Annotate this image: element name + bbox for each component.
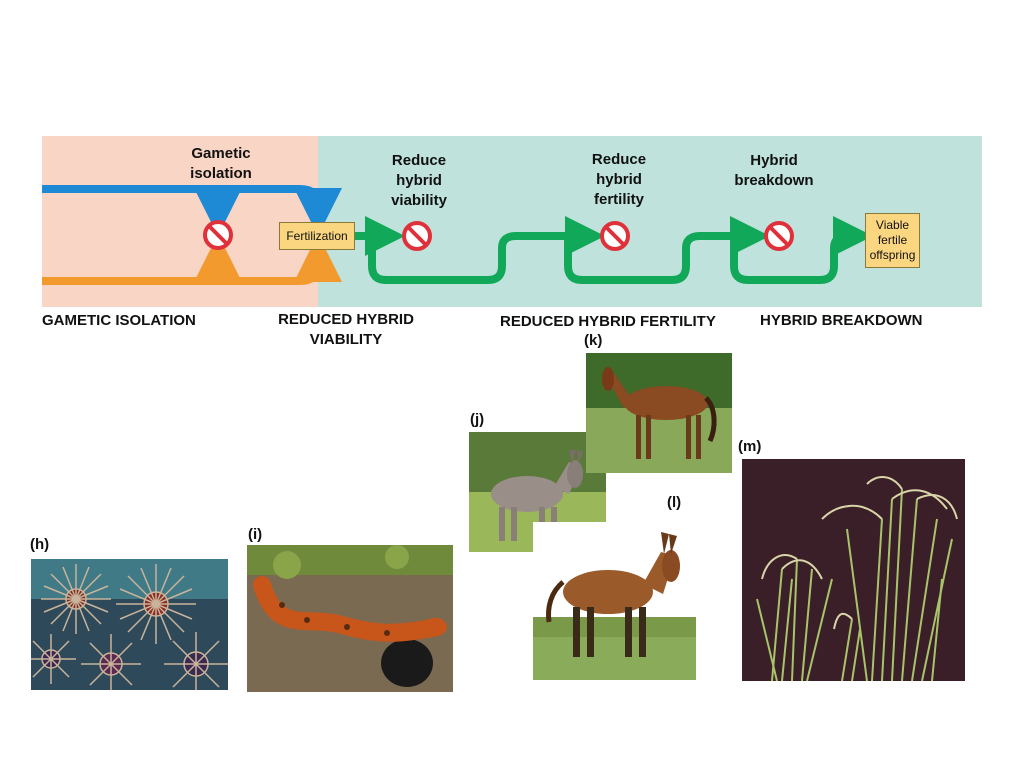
mule-photo: [533, 522, 696, 680]
salamander-photo: [247, 545, 453, 692]
blue-gamete-branch: [194, 185, 242, 236]
stop-icon: [402, 221, 432, 251]
sea-urchin-photo: [31, 559, 228, 690]
stop-icon: [764, 221, 794, 251]
caption-reduced-hybrid-viability: REDUCED HYBRID VIABILITY: [278, 311, 414, 348]
caption-hybrid-breakdown: HYBRID BREAKDOWN: [760, 312, 923, 329]
photo-label-l: (l): [667, 494, 682, 511]
green-hybrid-path-3: [730, 216, 873, 284]
photo-label-k: (k): [584, 332, 603, 349]
blue-gamete-line: [42, 185, 342, 236]
photo-label-m: (m): [738, 438, 762, 455]
orange-gamete-line: [42, 234, 342, 285]
horse-photo: [586, 353, 732, 473]
rice-photo: [742, 459, 965, 681]
fertilization-box: Fertilization: [279, 222, 355, 250]
stop-icon: [600, 221, 630, 251]
green-hybrid-path-1: [368, 216, 605, 284]
gametic-isolation-label: Gametic isolation: [190, 145, 252, 182]
viable-offspring-box: Viable fertile offspring: [865, 213, 920, 268]
orange-gamete-branch: [194, 234, 242, 285]
caption-reduced-hybrid-fertility: REDUCED HYBRID FERTILITY: [500, 313, 716, 330]
stop-icon: [203, 220, 233, 250]
photo-label-h: (h): [30, 536, 50, 553]
reduce-hybrid-viability-label: Reduce hybrid viability: [391, 152, 447, 209]
hybrid-breakdown-label: Hybrid breakdown: [734, 152, 814, 189]
photo-label-i: (i): [248, 526, 263, 543]
reduce-hybrid-fertility-label: Reduce hybrid fertility: [591, 151, 647, 208]
photo-label-j: (j): [470, 411, 485, 428]
caption-gametic-isolation: GAMETIC ISOLATION: [42, 312, 196, 329]
green-hybrid-path-2: [564, 216, 770, 284]
